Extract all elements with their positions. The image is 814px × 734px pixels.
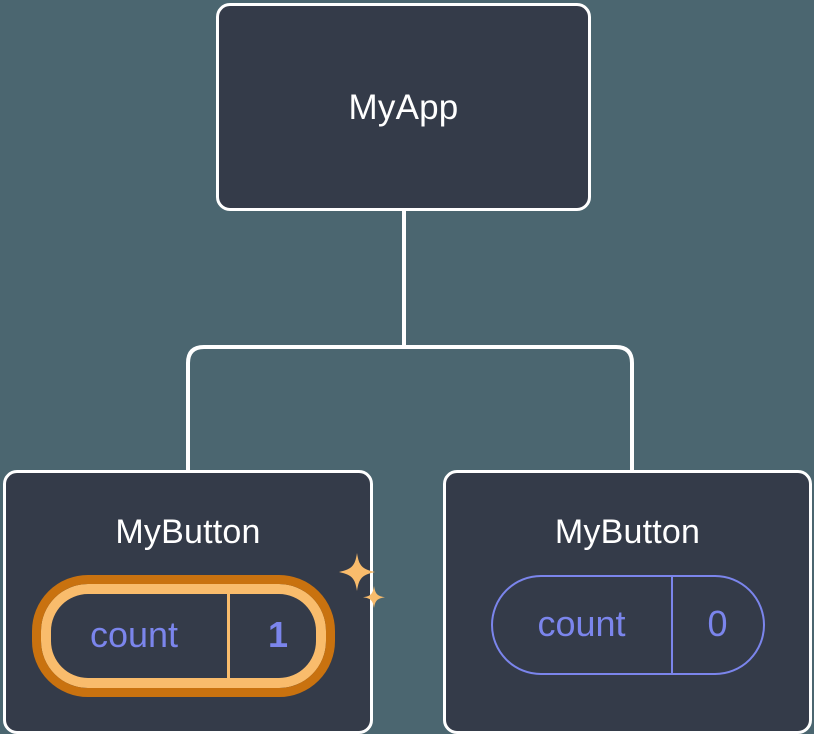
state-key-left: count — [89, 613, 179, 655]
tree-node-mybutton-right[interactable]: MyButton count 0 — [443, 470, 812, 734]
state-pill-left[interactable]: count 1 — [32, 575, 335, 697]
connector-branch-bar — [186, 345, 634, 470]
tree-node-root[interactable]: MyApp — [216, 3, 591, 211]
node-label-myapp: MyApp — [348, 87, 459, 127]
sparkle-icon-group — [339, 553, 385, 608]
state-value-left: 1 — [227, 584, 326, 688]
sparkle-icon-small — [363, 586, 385, 608]
state-pill-right[interactable]: count 0 — [490, 575, 765, 675]
sparkle-icon-large — [339, 553, 375, 591]
state-key-right: count — [537, 602, 626, 644]
state-pill-wrap-right: count 0 — [490, 575, 765, 675]
node-label-mybutton-right: MyButton — [554, 513, 701, 551]
tree-node-mybutton-left[interactable]: MyButton count 1 — [3, 470, 385, 734]
state-value-right: 0 — [670, 577, 763, 673]
node-label-mybutton-left: MyButton — [115, 513, 261, 551]
state-pill-wrap-left: count 1 — [32, 553, 385, 697]
